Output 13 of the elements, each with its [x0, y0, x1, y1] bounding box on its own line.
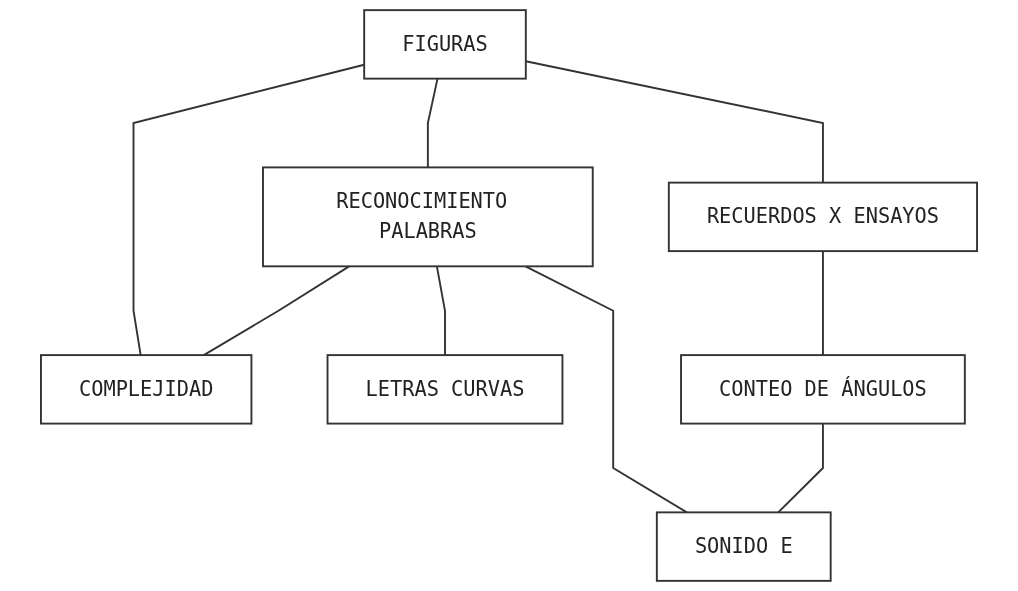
- node-box: RECONOCIMIENTO PALABRAS: [262, 166, 594, 268]
- node-box: SONIDO E: [655, 511, 832, 582]
- connector: [426, 77, 439, 169]
- connector: [777, 422, 824, 514]
- connector: [202, 265, 351, 357]
- connector: [524, 265, 688, 514]
- node-box: FIGURAS: [363, 9, 527, 80]
- node-box: RECUERDOS X ENSAYOS: [667, 181, 978, 253]
- node-box: LETRAS CURVAS: [326, 354, 564, 425]
- node-box: CONTEO DE ÁNGULOS: [680, 354, 966, 425]
- node-box: COMPLEJIDAD: [40, 354, 253, 425]
- connector: [822, 250, 824, 357]
- connector: [435, 265, 446, 357]
